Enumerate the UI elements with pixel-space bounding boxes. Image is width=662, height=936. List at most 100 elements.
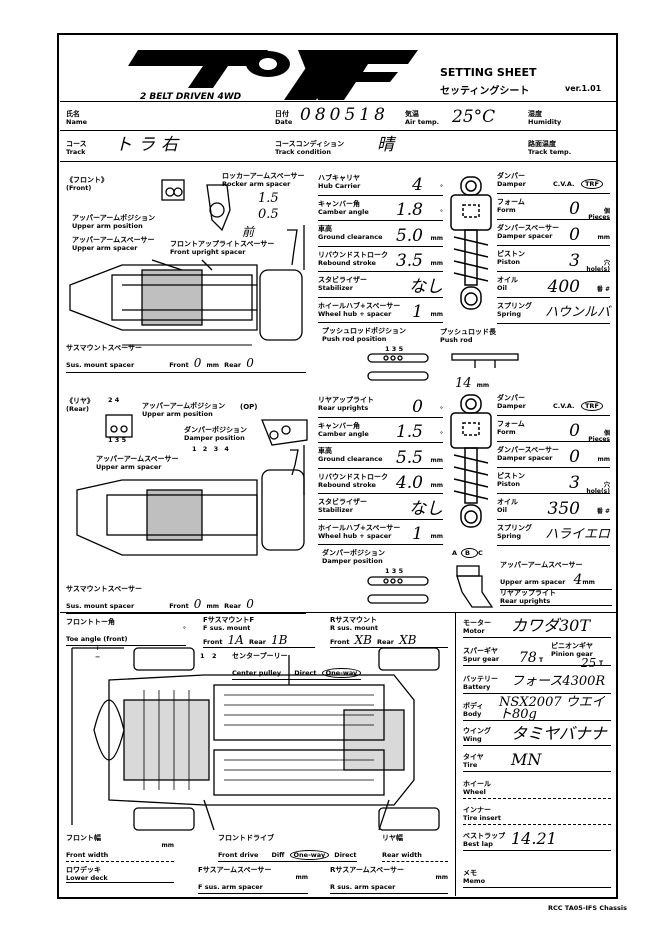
rear-holes-bottom: 1 3 5	[108, 436, 127, 444]
equipment-value[interactable]: フォース4300R	[511, 674, 606, 689]
front-damper-unit: 個 Pieces	[588, 208, 610, 221]
track-condition-value[interactable]: 晴	[377, 135, 394, 155]
rocker-arm-spacer-value-2[interactable]: 0.5	[258, 207, 279, 222]
push-rod-drawing	[451, 353, 519, 368]
rear-setting-value[interactable]: 1.5	[395, 422, 423, 442]
front-setting-value[interactable]: なし	[409, 276, 443, 297]
front-damper-value[interactable]: 400	[547, 277, 580, 297]
date-value[interactable]: 080518	[300, 105, 389, 125]
damper-cva[interactable]: C.V.A.	[553, 402, 575, 410]
front-sus-mount-front-value[interactable]: 0	[193, 356, 202, 370]
rear-setting-value[interactable]: 5.5	[395, 447, 423, 468]
rear-sus-mount-rear-value[interactable]: 0	[246, 597, 254, 611]
rear-damper-unit: 穴 hole(s)	[586, 482, 610, 495]
pinion-gear-value[interactable]: 25	[581, 656, 597, 670]
rocker-arm-spacer-value-1[interactable]: 1.5	[258, 191, 279, 206]
front-setting-value[interactable]: 1.8	[395, 200, 423, 220]
rear-holes-top: 2 4	[108, 396, 120, 404]
front-damper-value[interactable]: 3	[569, 251, 580, 271]
f-sus-mount-front-value[interactable]: 1A	[227, 633, 244, 647]
rear-setting-value[interactable]: 0	[412, 396, 423, 417]
front-sus-mount-rear-value[interactable]: 0	[246, 356, 254, 370]
front-setting-value[interactable]: 1	[412, 302, 423, 322]
version: ver.1.01	[565, 84, 602, 93]
rear-setting-unit: mm	[430, 482, 443, 489]
front-setting-value[interactable]: 5.0	[395, 225, 423, 246]
spur-gear-value[interactable]: 78	[519, 650, 537, 666]
air-temp-value[interactable]: 25°C	[452, 107, 496, 127]
rear-damper-value[interactable]: 3	[569, 473, 580, 493]
front-setting-unit: °	[440, 183, 443, 191]
rear-sus-mount-front-value[interactable]: 0	[193, 597, 202, 611]
damper-cva[interactable]: C.V.A.	[553, 180, 575, 188]
rear-setting-value[interactable]: なし	[409, 498, 443, 519]
f-sus-mount-rear-value[interactable]: 1B	[271, 633, 288, 647]
damper-trf-circled[interactable]: TRF	[581, 179, 603, 189]
f-sus-mount: FサスマウントF F sus. mount Front 1A Rear 1B	[203, 616, 315, 648]
front-damper-value[interactable]: 0	[569, 199, 580, 219]
rocker-note: 前	[242, 225, 255, 239]
rear-damper-value[interactable]: 0	[569, 447, 580, 467]
rear-damper-value[interactable]: ハライエロ	[545, 527, 610, 542]
equipment-value[interactable]: NSX2007 ウエイト80g	[499, 695, 605, 722]
track-value[interactable]: トラ右	[115, 135, 184, 155]
minus-mark: −	[95, 653, 101, 661]
rear-setting-value[interactable]: 4.0	[395, 473, 423, 493]
damper-trf-circled[interactable]: TRF	[581, 401, 603, 411]
equipment-value[interactable]: 14.21	[511, 829, 557, 848]
rear-damper-unit: 個 Pieces	[588, 430, 610, 443]
r-sus-mount-rear-value[interactable]: XB	[399, 633, 417, 647]
rear-damper-value[interactable]: 0	[569, 421, 580, 441]
equipment-value[interactable]: MN	[511, 750, 542, 769]
equipment-value[interactable]: タミヤバナナ	[511, 724, 607, 743]
equipment-value[interactable]: カワダ30T	[511, 616, 591, 635]
rear-setting-value[interactable]: 1	[412, 524, 423, 544]
rear-damper-unit: mm	[597, 456, 610, 463]
front-setting-value[interactable]: 3.5	[395, 251, 423, 271]
front-suspension-drawing	[69, 179, 305, 346]
front-section-title: 《フロント》(Front)	[66, 176, 108, 192]
r-sus-mount-front-value[interactable]: XB	[354, 633, 372, 647]
front-setting-value[interactable]: 4	[412, 174, 423, 195]
front-damper-value[interactable]: ハウンルバ	[544, 305, 610, 320]
rear-section-title: 《リヤ》(Rear)	[66, 397, 94, 413]
front-damper-value[interactable]: 0	[569, 225, 580, 245]
rear-damper-value[interactable]: 350	[547, 499, 580, 519]
